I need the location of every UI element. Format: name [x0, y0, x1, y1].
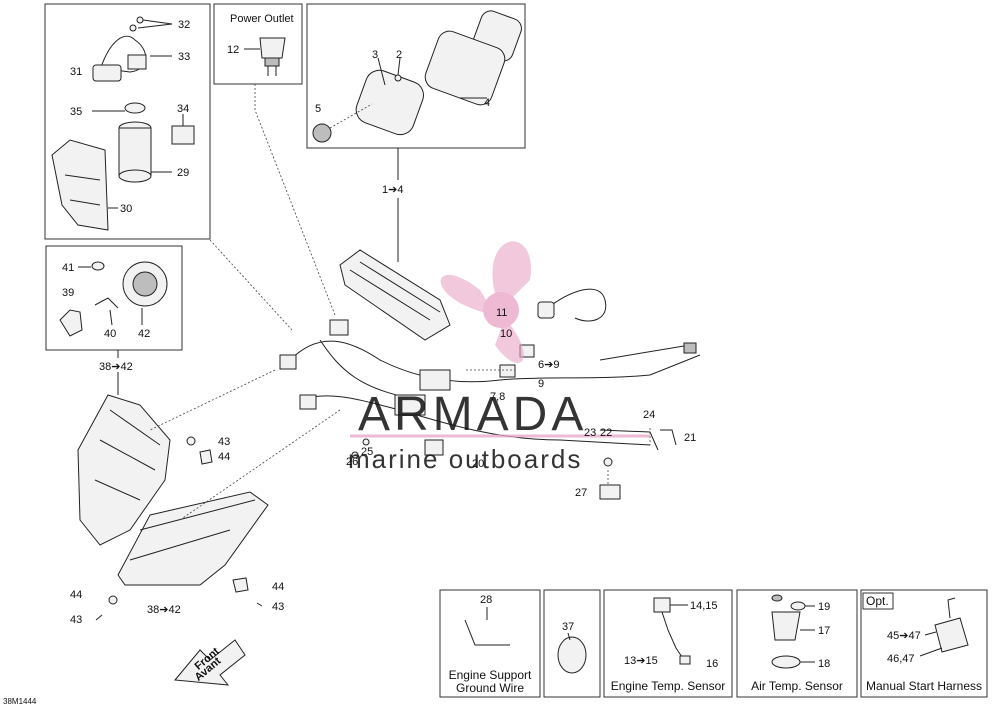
callout-41: 41	[62, 262, 74, 274]
box-power-outlet	[213, 3, 303, 85]
callout-28: 28	[480, 594, 492, 606]
power-outlet-title: Power Outlet	[230, 13, 294, 25]
callout-43-left: 43	[70, 614, 82, 626]
callout-20: 20	[472, 458, 484, 470]
callout-43-right: 43	[272, 601, 284, 613]
callout-12: 12	[227, 44, 239, 56]
callout-18: 18	[818, 658, 830, 670]
caption-manual-start: Manual Start Harness	[866, 679, 982, 693]
callout-38-42-top: 38➔42	[99, 361, 133, 373]
callout-42: 42	[138, 328, 150, 340]
callout-34: 34	[177, 103, 189, 115]
callout-29: 29	[177, 167, 189, 179]
hardware	[95, 436, 263, 621]
callout-35: 35	[70, 106, 82, 118]
callout-13-15: 13➔15	[624, 655, 658, 667]
callout-27: 27	[575, 487, 587, 499]
caption-engine-temp: Engine Temp. Sensor	[611, 679, 726, 693]
callout-30: 30	[120, 203, 132, 215]
callout-22: 22	[600, 427, 612, 439]
callout-37: 37	[562, 621, 574, 633]
callout-26: 26	[346, 456, 358, 468]
figure-id: 38M1444	[3, 697, 37, 706]
front-arrow	[174, 639, 246, 686]
callout-33: 33	[178, 51, 190, 63]
box-instrument-cluster	[306, 3, 526, 149]
watermark-brand: ARMADA	[358, 388, 587, 441]
watermark-tagline: marine outboards	[348, 444, 582, 474]
callout-2: 2	[396, 49, 402, 61]
callout-14-15: 14,15	[690, 600, 718, 612]
cluster-installed	[339, 148, 451, 341]
callout-23: 23	[584, 427, 596, 439]
callout-43-upper: 43	[218, 436, 230, 448]
callout-4: 4	[484, 97, 490, 109]
callout-19: 19	[818, 601, 830, 613]
callout-40: 40	[104, 328, 116, 340]
callout-3: 3	[372, 49, 378, 61]
callout-39: 39	[62, 287, 74, 299]
box-37	[543, 589, 601, 698]
callout-10: 10	[500, 328, 512, 340]
box-oil-tank-group	[44, 3, 211, 240]
armada-logo-watermark	[350, 241, 650, 438]
callout-38-42-bottom: 38➔42	[147, 604, 181, 616]
callout-25: 25	[361, 446, 373, 458]
callout-46-47: 46,47	[887, 653, 915, 665]
box-engine-support	[439, 589, 541, 698]
callout-7-8: 7,8	[490, 391, 505, 403]
caption-engine-support-1: Engine Support	[449, 668, 532, 682]
callout-32: 32	[178, 19, 190, 31]
caption-engine-support-2: Ground Wire	[456, 681, 524, 695]
caption-air-temp: Air Temp. Sensor	[751, 679, 843, 693]
callout-24: 24	[643, 409, 655, 421]
callout-11: 11	[496, 307, 507, 319]
callout-5: 5	[315, 103, 321, 115]
box-manual-start-harness	[860, 589, 988, 698]
callout-17: 17	[818, 625, 830, 637]
opt-badge: Opt.	[866, 594, 889, 608]
callout-45-47: 45➔47	[887, 630, 921, 642]
callout-9: 9	[538, 378, 544, 390]
box-headlamp-bulb	[45, 245, 183, 351]
box-engine-temp-sensor	[603, 589, 733, 698]
box-air-temp-sensor	[736, 589, 858, 698]
callout-21: 21	[684, 432, 696, 444]
callout-31: 31	[70, 66, 82, 78]
dotted-leaders	[149, 84, 651, 521]
callout-1-4: 1➔4	[382, 184, 403, 196]
callout-44-upper: 44	[218, 451, 230, 463]
callout-16: 16	[706, 658, 718, 670]
callout-6-9: 6➔9	[538, 359, 559, 371]
headlamp-assembly	[77, 394, 269, 586]
callout-44-right: 44	[272, 581, 284, 593]
callout-44-left: 44	[70, 589, 82, 601]
